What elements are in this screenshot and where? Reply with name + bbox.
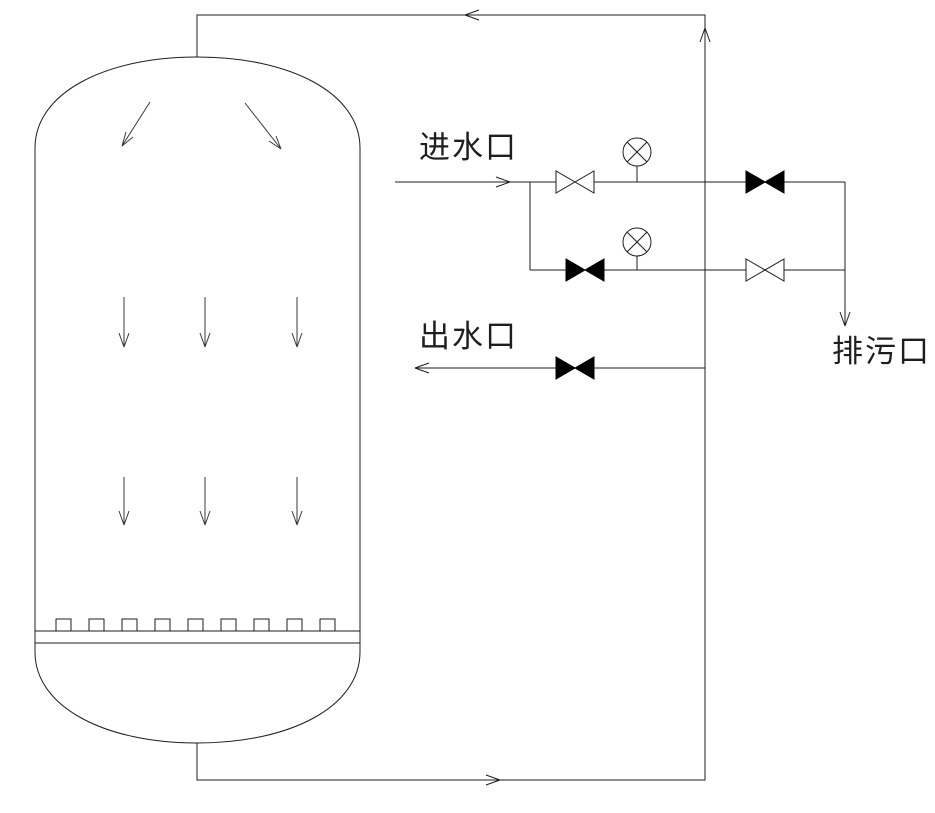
top-return-arrow-left-icon xyxy=(464,9,480,21)
filter-nozzle xyxy=(253,618,270,632)
filter-nozzle xyxy=(154,618,171,632)
inlet-arrow-right-icon xyxy=(495,176,511,188)
filter-nozzle xyxy=(55,618,72,632)
filter-nozzle xyxy=(319,618,336,632)
vessel-flow-arrows-row2 xyxy=(118,477,303,526)
gauge-cross-icon xyxy=(626,141,648,163)
flow-arrow-down-icon xyxy=(291,297,303,348)
flow-arrow-down-icon xyxy=(199,477,211,526)
inlet-branch-valve-open-icon xyxy=(555,170,595,194)
flow-arrow-diagonal-left-icon xyxy=(121,101,151,147)
drain-arrow-down-icon xyxy=(839,311,851,327)
filter-nozzle xyxy=(286,618,303,632)
filter-nozzle xyxy=(187,618,204,632)
pressure-gauge-upper xyxy=(622,137,652,182)
outlet-arrow-left-icon xyxy=(414,362,430,374)
flow-arrow-down-icon xyxy=(291,477,303,526)
filter-nozzle xyxy=(220,618,237,632)
inlet-branch-drain-valve-closed-icon xyxy=(745,170,785,194)
outlet-valve-closed-icon xyxy=(555,356,595,380)
gauge-cross-icon xyxy=(626,231,648,253)
riser-arrow-up-icon xyxy=(699,27,711,43)
flow-arrow-diagonal-right-icon xyxy=(244,102,282,150)
pressure-gauge-lower xyxy=(622,227,652,270)
drain-line xyxy=(839,182,851,327)
bottom-line-arrow-right-icon xyxy=(485,774,501,786)
filter-nozzle xyxy=(88,618,105,632)
drain-label: 排污口 xyxy=(832,334,931,369)
vessel-shell xyxy=(34,56,361,744)
inlet-label: 进水口 xyxy=(419,130,518,165)
vessel-flow-arrows-row1 xyxy=(118,297,303,348)
lower-branch-valve-closed-icon xyxy=(565,258,605,282)
vessel-flow-arrows-top xyxy=(121,101,282,150)
flow-arrow-down-icon xyxy=(118,477,130,526)
nozzle-plate xyxy=(35,618,360,644)
flow-arrow-down-icon xyxy=(199,297,211,348)
main-pipe-loop xyxy=(196,14,706,781)
lower-branch-drain-valve-open-icon xyxy=(745,258,785,282)
filter-nozzle xyxy=(121,618,138,632)
flow-arrow-down-icon xyxy=(118,297,130,348)
outlet-label: 出水口 xyxy=(419,319,518,354)
filter-vessel xyxy=(34,56,361,744)
